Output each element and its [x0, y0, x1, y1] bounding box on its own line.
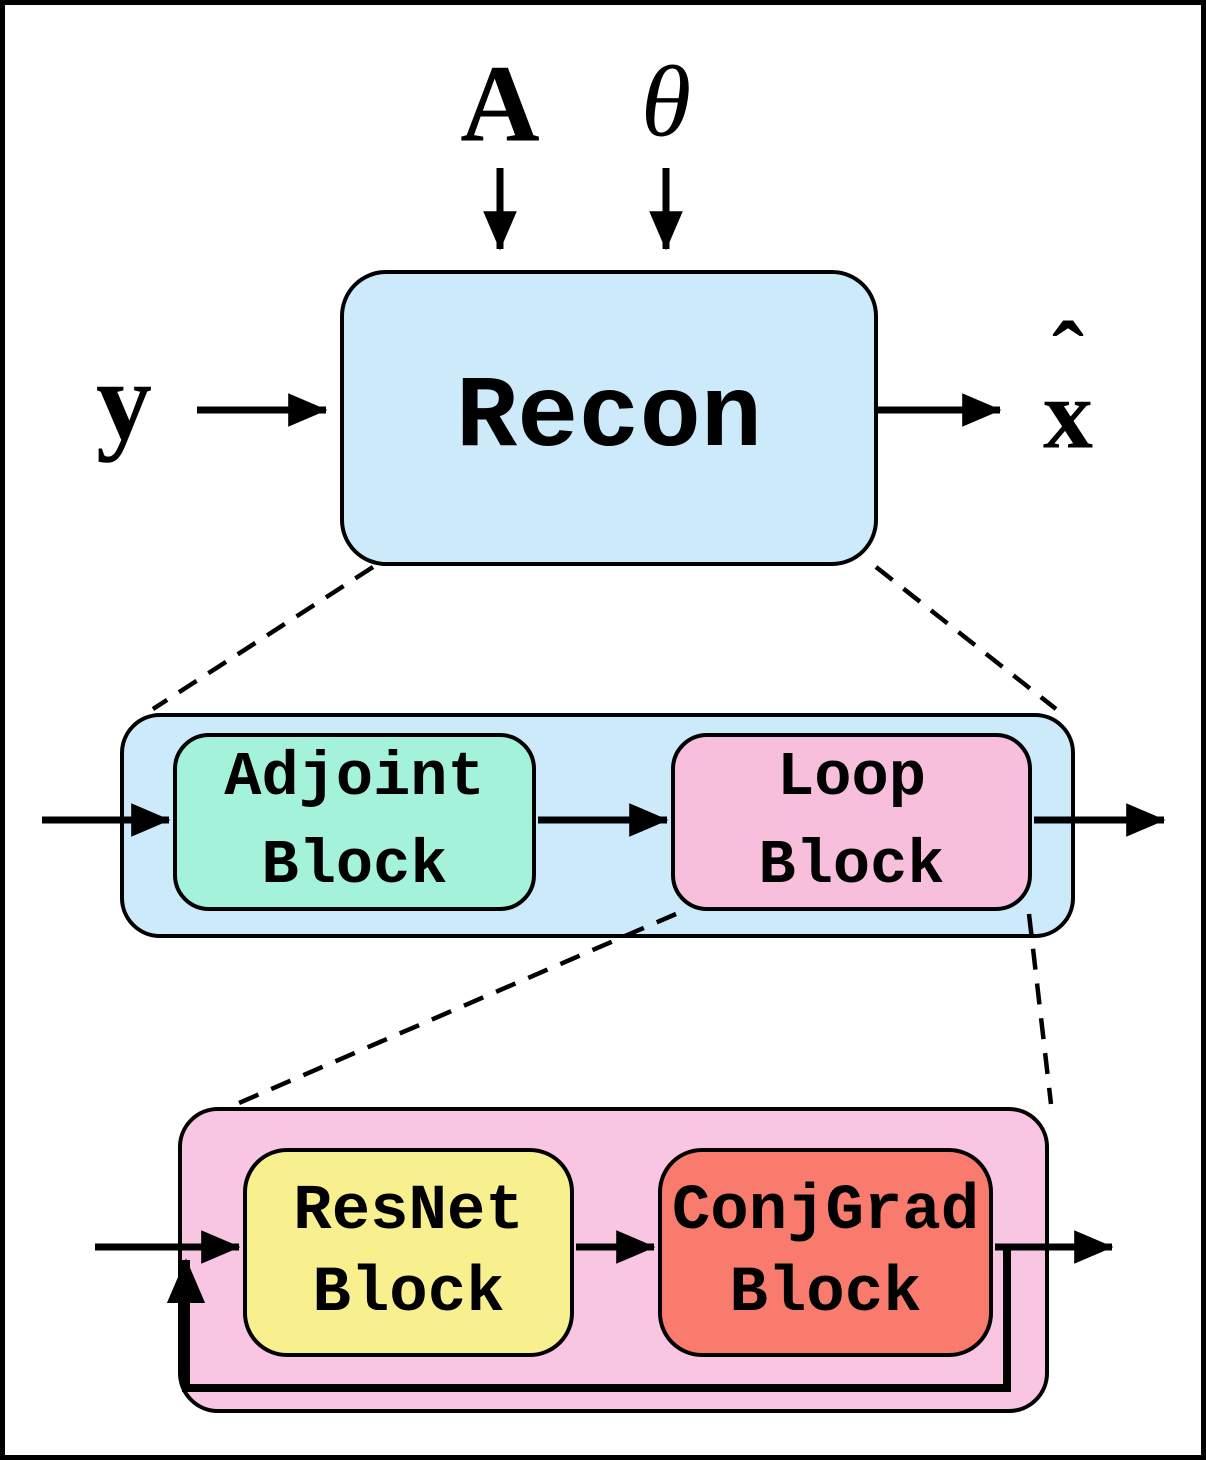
loop-block: Loop Block: [671, 733, 1032, 911]
recon-label: Recon: [455, 360, 763, 476]
loop-expand-dash-right: [1026, 913, 1054, 1105]
recon-box: Recon: [340, 270, 878, 566]
conjgrad-block-label-line1: ConjGrad: [671, 1175, 980, 1248]
adjoint-block-label-line1: Adjoint: [224, 742, 485, 813]
recon-expand-dash-right: [874, 565, 1058, 711]
recon-expand-dash-left: [151, 565, 375, 711]
adjoint-block-label-line2: Block: [261, 830, 448, 901]
loop-block-label-line1: Loop: [777, 742, 926, 813]
output-hat-accent: ˆ: [1052, 302, 1084, 410]
input-signal-label: y: [96, 339, 152, 464]
resnet-block-label-line1: ResNet: [293, 1175, 524, 1248]
theta-parameter-label: θ: [640, 45, 692, 159]
operator-input-label: A: [460, 42, 540, 165]
conjgrad-block: ConjGrad Block: [658, 1148, 993, 1357]
loop-block-label-line2: Block: [758, 830, 945, 901]
loop-expand-dash-left: [231, 911, 677, 1109]
resnet-block: ResNet Block: [243, 1148, 574, 1357]
resnet-block-label-line2: Block: [312, 1257, 505, 1330]
conjgrad-block-label-line2: Block: [729, 1257, 922, 1330]
adjoint-block: Adjoint Block: [173, 733, 536, 911]
